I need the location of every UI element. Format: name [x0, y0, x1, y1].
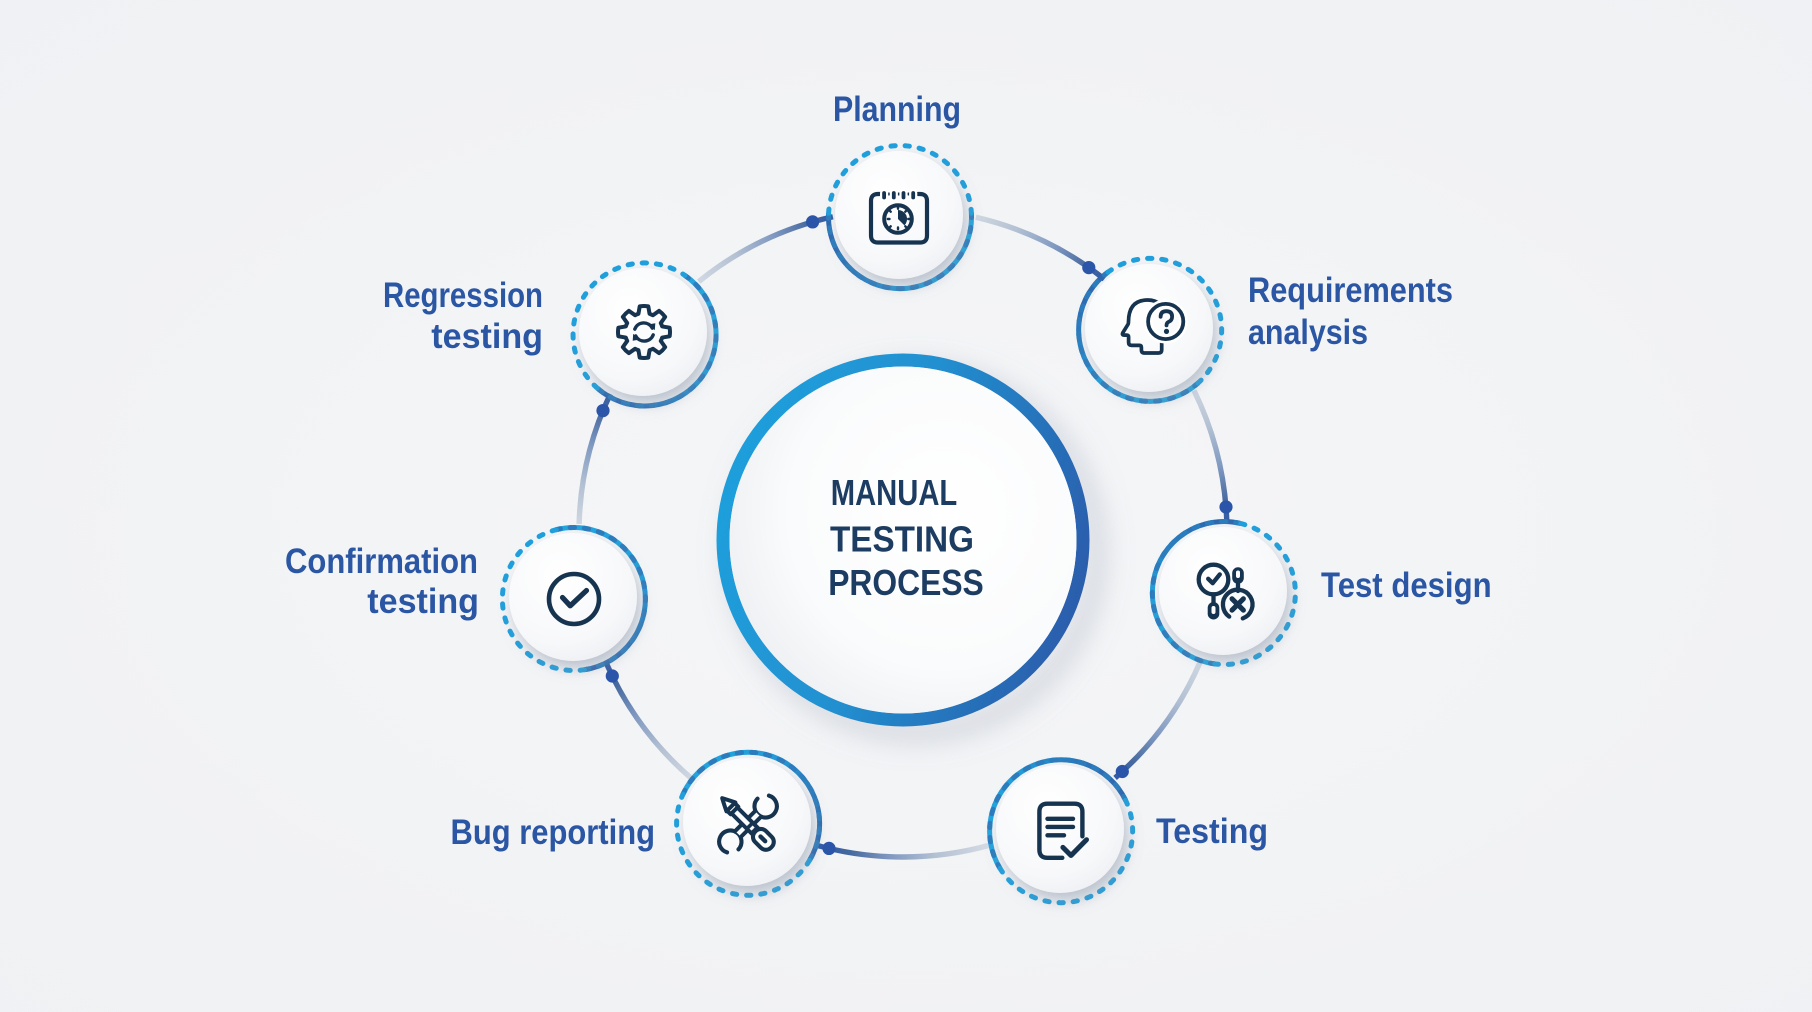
svg-text:Bug reporting: Bug reporting [451, 813, 656, 852]
svg-text:Regression: Regression [383, 276, 543, 315]
svg-text:TESTING: TESTING [830, 519, 974, 560]
svg-text:Testing: Testing [1156, 812, 1268, 851]
svg-text:Planning: Planning [833, 90, 961, 129]
svg-text:testing: testing [431, 317, 543, 356]
svg-text:analysis: analysis [1248, 313, 1368, 352]
svg-text:Test design: Test design [1321, 566, 1492, 605]
svg-text:Confirmation: Confirmation [285, 542, 478, 581]
svg-text:Requirements: Requirements [1248, 271, 1453, 310]
svg-text:testing: testing [367, 582, 479, 621]
svg-text:MANUAL: MANUAL [831, 472, 958, 513]
svg-text:PROCESS: PROCESS [828, 562, 984, 603]
